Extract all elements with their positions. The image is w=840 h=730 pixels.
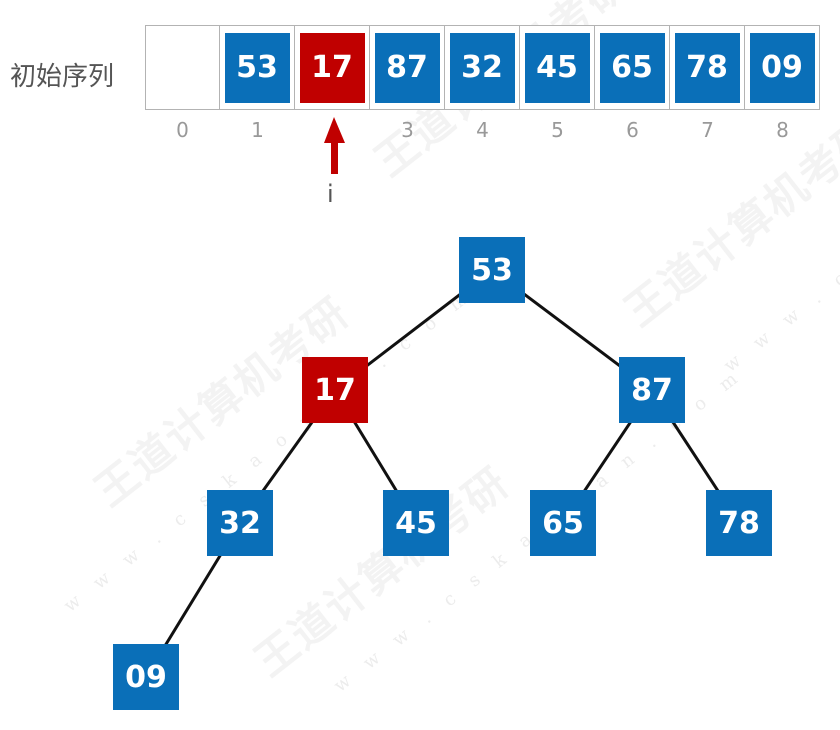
array-cell: 87	[370, 25, 445, 110]
array-value: 53	[224, 32, 290, 103]
array-cell: 45	[520, 25, 595, 110]
tree-node: 45	[383, 490, 449, 556]
tree-node: 87	[619, 357, 685, 423]
array-cell: 53	[220, 25, 295, 110]
array-cell: 65	[595, 25, 670, 110]
array-value	[150, 33, 215, 103]
array-index: 1	[251, 118, 264, 142]
array-cell: 78	[670, 25, 745, 110]
tree-node: 32	[207, 490, 273, 556]
pointer-arrow-icon	[324, 117, 345, 174]
tree-node: 17	[302, 357, 368, 423]
tree-node: 09	[113, 644, 179, 710]
index-row: 0 1 3 4 5 6 7 8	[145, 118, 820, 142]
array-index: 7	[701, 118, 714, 142]
tree-node: 65	[530, 490, 596, 556]
array-cell: 09	[745, 25, 820, 110]
sequence-label: 初始序列	[10, 62, 115, 92]
array-index: 6	[626, 118, 639, 142]
array-cell	[145, 25, 220, 110]
array-value: 78	[674, 32, 740, 103]
array-cell: 32	[445, 25, 520, 110]
array-cell: 17	[295, 25, 370, 110]
array-value: 17	[299, 32, 365, 103]
array-index	[295, 118, 370, 142]
array-value: 87	[374, 32, 440, 103]
tree-node: 78	[706, 490, 772, 556]
array-index: 4	[476, 118, 489, 142]
array-row: 53 17 87 32 45 65 78 09	[145, 25, 820, 110]
array-value: 65	[599, 32, 665, 103]
array-value: 45	[524, 32, 590, 103]
array-index: 8	[776, 118, 789, 142]
pointer-label: i	[327, 180, 334, 208]
array-value: 09	[749, 32, 815, 103]
tree-edges	[144, 268, 741, 678]
array-index: 0	[176, 118, 189, 142]
tree-node: 53	[459, 237, 525, 303]
array-index: 3	[401, 118, 414, 142]
array-value: 32	[449, 32, 515, 103]
array-index: 5	[551, 118, 564, 142]
